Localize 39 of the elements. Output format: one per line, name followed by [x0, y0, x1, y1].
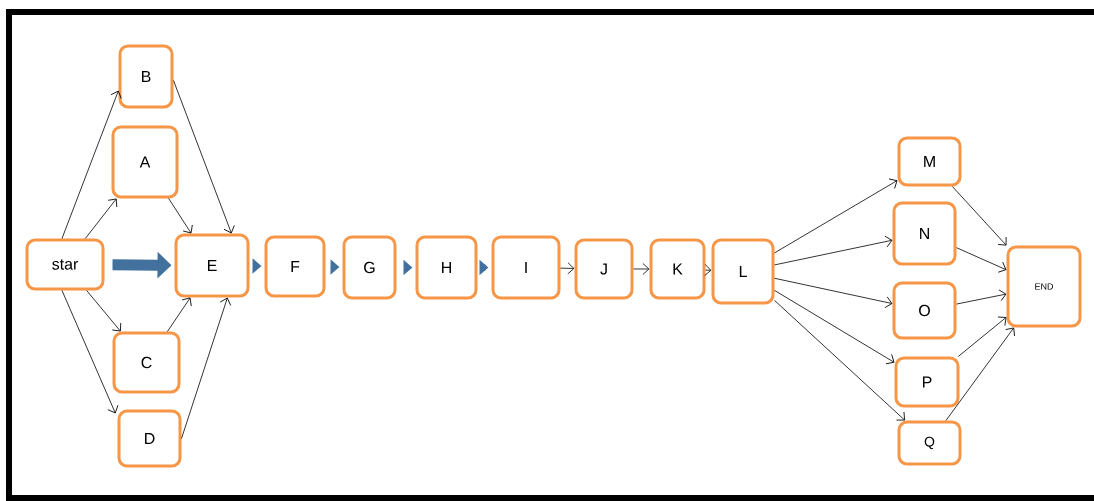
process-box: H — [415, 235, 478, 300]
arrow — [957, 316, 1007, 357]
process-box: A — [111, 125, 179, 199]
process-box: star — [25, 238, 105, 291]
process-box: G — [342, 235, 397, 300]
arrow — [84, 198, 118, 239]
process-box: L — [711, 238, 775, 305]
process-box: O — [892, 281, 957, 340]
arrow — [774, 178, 898, 254]
arrow — [167, 297, 192, 332]
arrow — [181, 297, 232, 439]
arrow — [956, 247, 1007, 273]
arrow — [952, 186, 1007, 246]
process-box: C — [112, 331, 181, 394]
process-box: N — [892, 201, 957, 266]
arrow — [61, 290, 119, 414]
process-box: P — [894, 356, 960, 408]
arrow — [774, 300, 906, 421]
arrow — [168, 198, 193, 234]
process-box: M — [897, 136, 962, 187]
process-box: I — [491, 235, 561, 300]
arrow — [560, 262, 575, 275]
process-box: F — [264, 235, 326, 298]
arrow — [633, 263, 650, 275]
arrow — [86, 290, 122, 332]
process-box: END — [1006, 245, 1082, 328]
arrow — [774, 277, 893, 308]
process-box: B — [118, 44, 174, 109]
arrow — [774, 235, 893, 266]
arrow — [173, 80, 235, 234]
process-box: K — [649, 238, 706, 300]
process-box: E — [174, 233, 250, 298]
arrow — [774, 290, 895, 365]
arrow — [945, 327, 1015, 421]
process-box: D — [117, 409, 182, 468]
process-box: J — [574, 238, 634, 300]
arrow — [61, 90, 122, 239]
arrow — [956, 289, 1007, 305]
process-box: Q — [897, 420, 962, 466]
